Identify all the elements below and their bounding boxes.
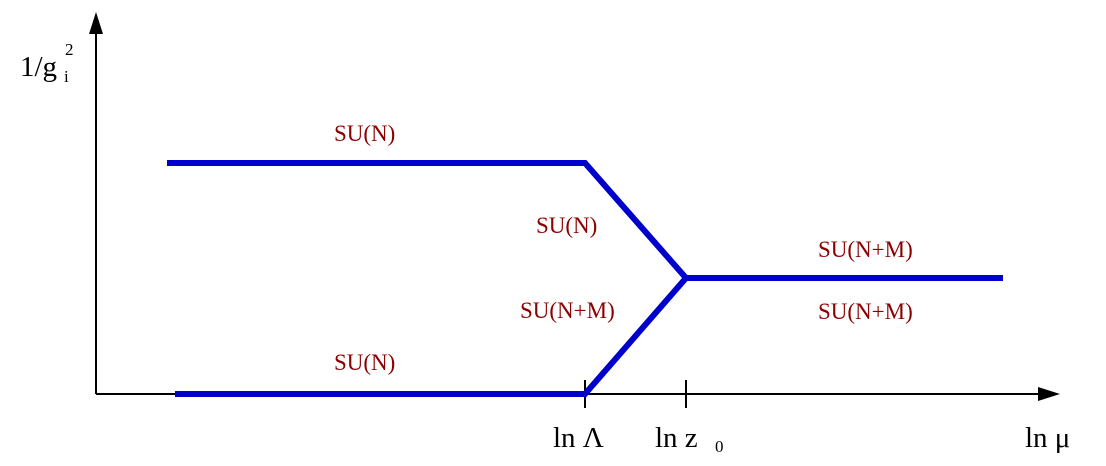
lower-coupling-line: [175, 276, 689, 397]
tick-label-ln-z-sub: 0: [715, 437, 724, 456]
label-right-top: SU(N+M): [818, 237, 913, 262]
label-lower-left: SU(N): [334, 350, 395, 375]
y-axis-label-sub: i: [64, 67, 69, 86]
upper-coupling-line: [167, 160, 689, 280]
label-upper-left: SU(N): [334, 121, 395, 146]
tick-label-ln-z: ln z: [655, 422, 698, 454]
y-axis-label: 1/g: [20, 51, 57, 83]
y-axis-label-sup: 2: [65, 40, 74, 59]
label-right-bottom: SU(N+M): [818, 299, 913, 324]
x-axis-arrow: [1038, 387, 1060, 401]
y-axis-arrow: [89, 12, 103, 34]
label-upper-slope: SU(N): [536, 213, 597, 238]
tick-label-ln-lambda: ln Λ: [553, 422, 604, 454]
label-lower-slope: SU(N+M): [520, 298, 615, 323]
x-axis-label: ln μ: [1025, 422, 1070, 454]
